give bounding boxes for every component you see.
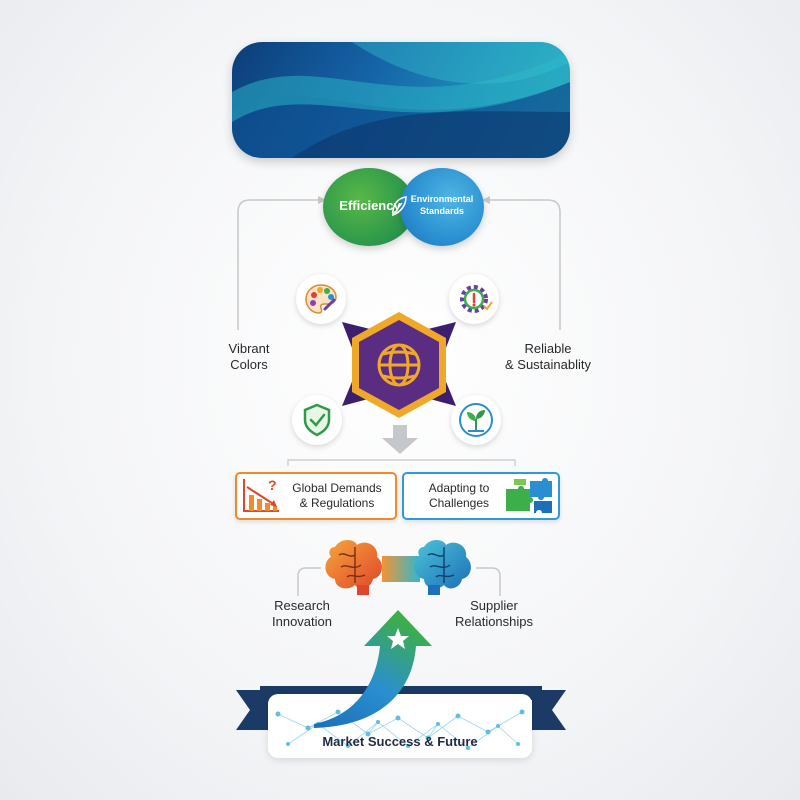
footer-ribbon [236,686,566,746]
market-success-label: Market Success & Future [322,734,478,749]
vibrant-colors-label: Vibrant Colors [228,341,270,372]
global-demands-box: ? Global Demands & Regulations [235,472,397,520]
efficiency-label: Efficiency [339,198,401,213]
network-pattern [275,709,525,750]
puzzle-icon [506,478,552,513]
shield-icon [292,395,342,445]
gear-icon [449,274,499,324]
brain-bridge [382,556,420,582]
supplier-relationships-label: Supplier Relationships [454,598,534,629]
globe-hexagon [342,306,456,424]
declining-chart-icon: ? [243,477,279,512]
down-arrow-icon [382,425,418,454]
question-mark-icon: ? [268,477,277,493]
global-demands-label: Global Demands & Regulations [292,481,382,510]
palette-icon [296,274,346,324]
adapting-challenges-box: Adapting to Challenges [402,472,560,520]
research-innovation-label: Research Innovation [272,598,332,629]
environmental-standards-circle [400,168,484,246]
brain-icon [410,537,476,597]
reliable-sustainability-label: Reliable & Sustainablity [505,341,591,372]
globe-icon [377,343,421,387]
header-banner [232,42,570,158]
brain-icon [321,537,387,597]
environmental-standards-label: Environmental Standards [410,194,474,216]
market-success-panel [268,694,532,758]
star-icon [387,628,409,649]
adapting-challenges-label: Adapting to Challenges [428,481,490,510]
up-arrow-icon [314,606,444,732]
plant-icon [451,395,501,445]
leaf-icon [392,196,407,217]
